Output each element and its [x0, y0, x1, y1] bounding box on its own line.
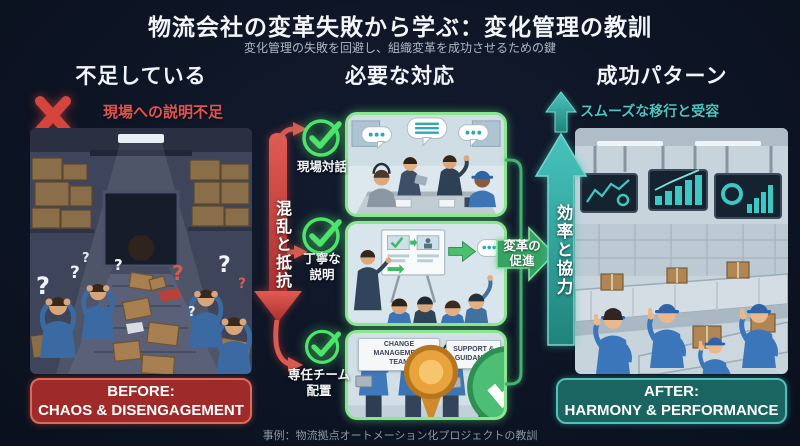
before-illustration: ? ? ? ? ? ? ? ?: [30, 128, 252, 374]
benefit-label: スムーズな移行と受容: [580, 103, 720, 119]
svg-text:?: ?: [36, 272, 50, 300]
after-illustration: [575, 128, 788, 374]
check-icon-team: [304, 329, 342, 364]
svg-text:?: ?: [238, 276, 246, 292]
action-label-explanation: 丁寧な説明: [303, 252, 341, 283]
svg-text:?: ?: [172, 261, 184, 285]
case-caption: 事例：物流拠点オートメーション化プロジェクトの教訓: [262, 430, 538, 442]
x-mark-icon: [35, 96, 71, 135]
efficiency-label: 効率と協力: [554, 204, 572, 297]
success-column-heading: 成功パターン: [596, 65, 728, 88]
check-badge-icon: [467, 346, 504, 417]
panel-connector: [504, 158, 523, 386]
transition-arrow: [545, 91, 577, 133]
before-column-heading: 不足している: [75, 65, 207, 88]
explanation-panel: [345, 221, 507, 326]
resistance-label: 混乱と抵抗: [273, 200, 290, 290]
check-icon-dialogue: [302, 119, 342, 157]
svg-text:?: ?: [218, 253, 231, 278]
promotion-label: 変革の促進: [503, 239, 541, 268]
issue-label: 現場への説明不足: [102, 104, 223, 121]
svg-text:?: ?: [82, 251, 90, 266]
page-subtitle: 変化管理の失敗を回避し、組織変革を成功させるための鍵: [243, 41, 556, 55]
svg-text:?: ?: [188, 305, 196, 320]
team-panel: CHANGE MANAGEMENT TEAM SUPPORT & GUIDANC…: [345, 330, 507, 420]
svg-text:?: ?: [114, 256, 123, 274]
before-banner: BEFORE: CHAOS & DISENGAGEMENT: [30, 378, 252, 424]
actions-column-heading: 必要な対応: [345, 65, 455, 88]
check-icon-explanation: [302, 217, 342, 255]
svg-text:?: ?: [70, 263, 80, 283]
dialogue-panel: [345, 112, 507, 217]
action-label-team: 専任チーム配置: [287, 368, 351, 399]
ribbon-badge-icon: [403, 344, 459, 417]
action-label-dialogue: 現場対話: [296, 160, 347, 174]
after-banner: AFTER: HARMONY & PERFORMANCE: [556, 378, 787, 424]
page-title: 物流会社の変革失敗から学ぶ：変化管理の教訓: [148, 14, 652, 40]
